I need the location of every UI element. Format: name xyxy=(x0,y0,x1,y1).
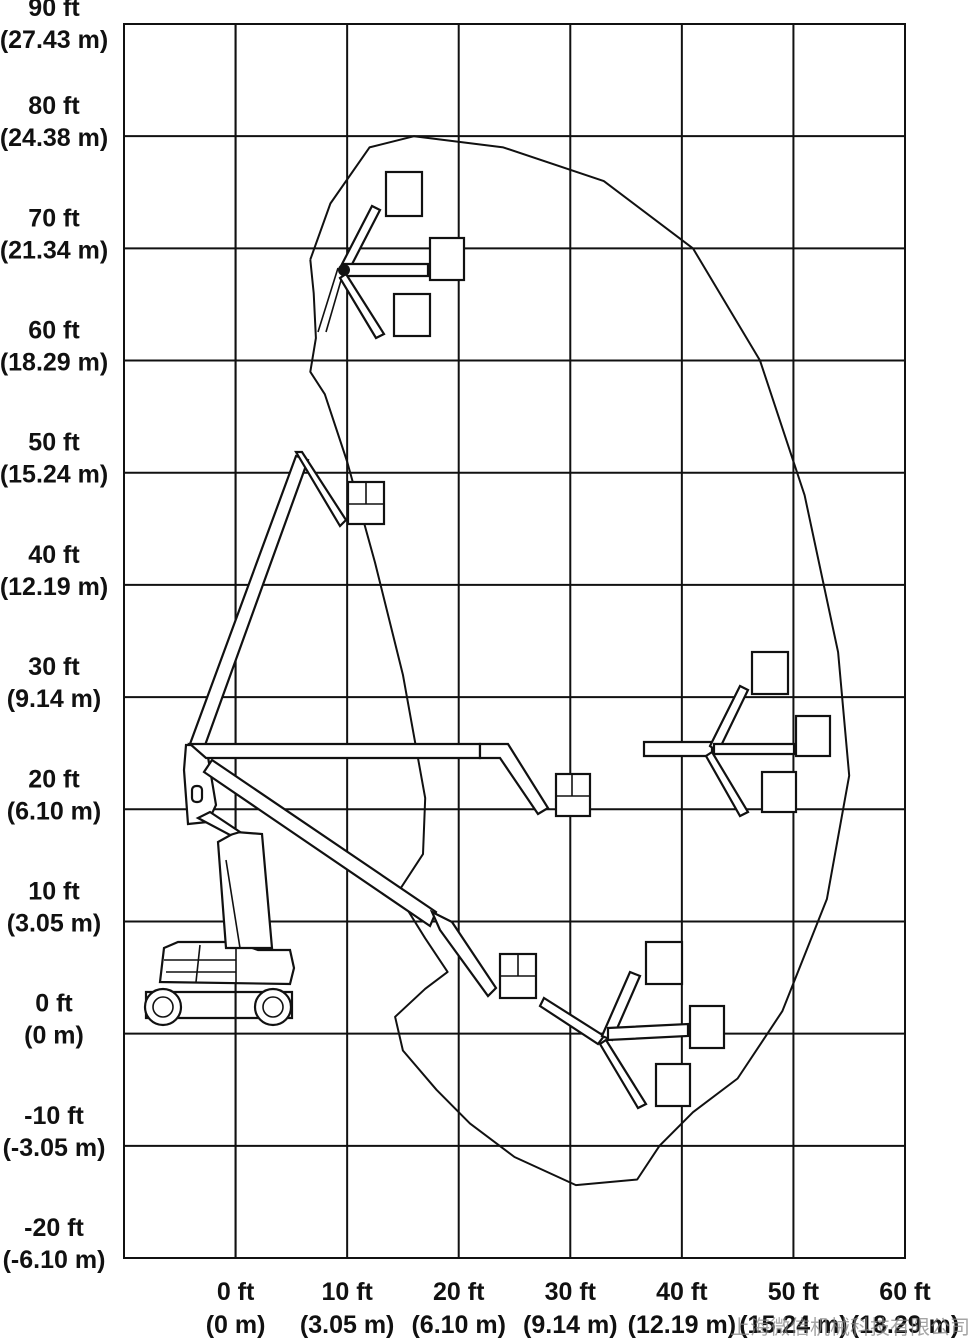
y-tick-label-ft: 80 ft xyxy=(28,92,80,120)
x-tick-label-m: (3.05 m) xyxy=(300,1311,394,1339)
x-tick-label-m: (12.19 m) xyxy=(628,1311,736,1339)
front-wheel xyxy=(143,987,183,1027)
x-tick-label-ft: 10 ft xyxy=(321,1278,373,1306)
x-tick-label-m: (18.29 m) xyxy=(851,1311,959,1339)
jib-group-top xyxy=(317,170,466,340)
jib-group-mid xyxy=(642,650,832,818)
y-axis-labels: 90 ft (27.43 m) 80 ft (24.38 m) 70 ft (21.34 … xyxy=(0,0,108,1274)
x-tick-label-ft: 60 ft xyxy=(879,1278,931,1306)
boom-lift-illustration xyxy=(143,170,832,1110)
y-tick-label-m: (12.19 m) xyxy=(0,573,108,601)
x-tick-label-ft: 0 ft xyxy=(217,1278,255,1306)
y-tick-label-m: (27.43 m) xyxy=(0,26,108,54)
plot-frame xyxy=(123,23,906,1259)
x-tick-label-ft: 20 ft xyxy=(433,1278,485,1306)
y-tick-label-ft: 10 ft xyxy=(28,877,80,905)
y-tick-label-ft: 70 ft xyxy=(28,204,80,232)
watermark-text: 上海微信机械科技有限公司 xyxy=(730,1315,970,1339)
reach-envelope xyxy=(309,135,851,1187)
y-tick-label-ft: 90 ft xyxy=(28,0,80,22)
y-tick-label-m: (24.38 m) xyxy=(0,124,108,152)
y-tick-label-ft: 60 ft xyxy=(28,317,80,345)
y-tick-label-ft: 0 ft xyxy=(35,990,73,1018)
boom-pose-lowered xyxy=(202,758,538,1000)
x-tick-label-m: (9.14 m) xyxy=(523,1311,617,1339)
y-tick-label-ft: 30 ft xyxy=(28,653,80,681)
envelope-line xyxy=(309,135,851,1187)
boom-pose-raised xyxy=(188,450,386,750)
jib-group-low xyxy=(538,940,726,1110)
x-tick-label-m: (6.10 m) xyxy=(411,1311,505,1339)
x-tick-label-ft: 50 ft xyxy=(768,1278,820,1306)
rear-wheel xyxy=(253,987,293,1027)
x-tick-label-m: (15.24 m) xyxy=(739,1311,847,1339)
y-tick-label-ft: -10 ft xyxy=(24,1102,84,1130)
y-tick-label-ft: -20 ft xyxy=(24,1214,84,1242)
y-tick-label-ft: 40 ft xyxy=(28,541,80,569)
y-tick-label-ft: 20 ft xyxy=(28,765,80,793)
y-tick-label-m: (18.29 m) xyxy=(0,349,108,377)
y-tick-label-m: (9.14 m) xyxy=(7,685,101,713)
y-tick-label-m: (-3.05 m) xyxy=(3,1134,106,1162)
boom-pose-horizontal xyxy=(187,742,592,818)
y-tick-label-m: (-6.10 m) xyxy=(3,1246,106,1274)
turntable-post xyxy=(216,830,274,950)
lower-link xyxy=(195,810,243,837)
y-tick-label-m: (6.10 m) xyxy=(7,797,101,825)
x-tick-label-ft: 40 ft xyxy=(656,1278,708,1306)
y-tick-label-m: (15.24 m) xyxy=(0,461,108,489)
y-tick-label-m: (0 m) xyxy=(24,1022,84,1050)
x-tick-label-m: (0 m) xyxy=(206,1311,266,1339)
y-tick-label-ft: 50 ft xyxy=(28,429,80,457)
x-axis-labels: 0 ft (0 m) 10 ft (3.05 m) 20 ft (6.10 m) 30 ft… xyxy=(206,1278,959,1339)
y-tick-label-m: (3.05 m) xyxy=(7,909,101,937)
y-tick-label-m: (21.34 m) xyxy=(0,236,108,264)
chassis xyxy=(144,940,296,1020)
x-tick-label-ft: 30 ft xyxy=(545,1278,597,1306)
